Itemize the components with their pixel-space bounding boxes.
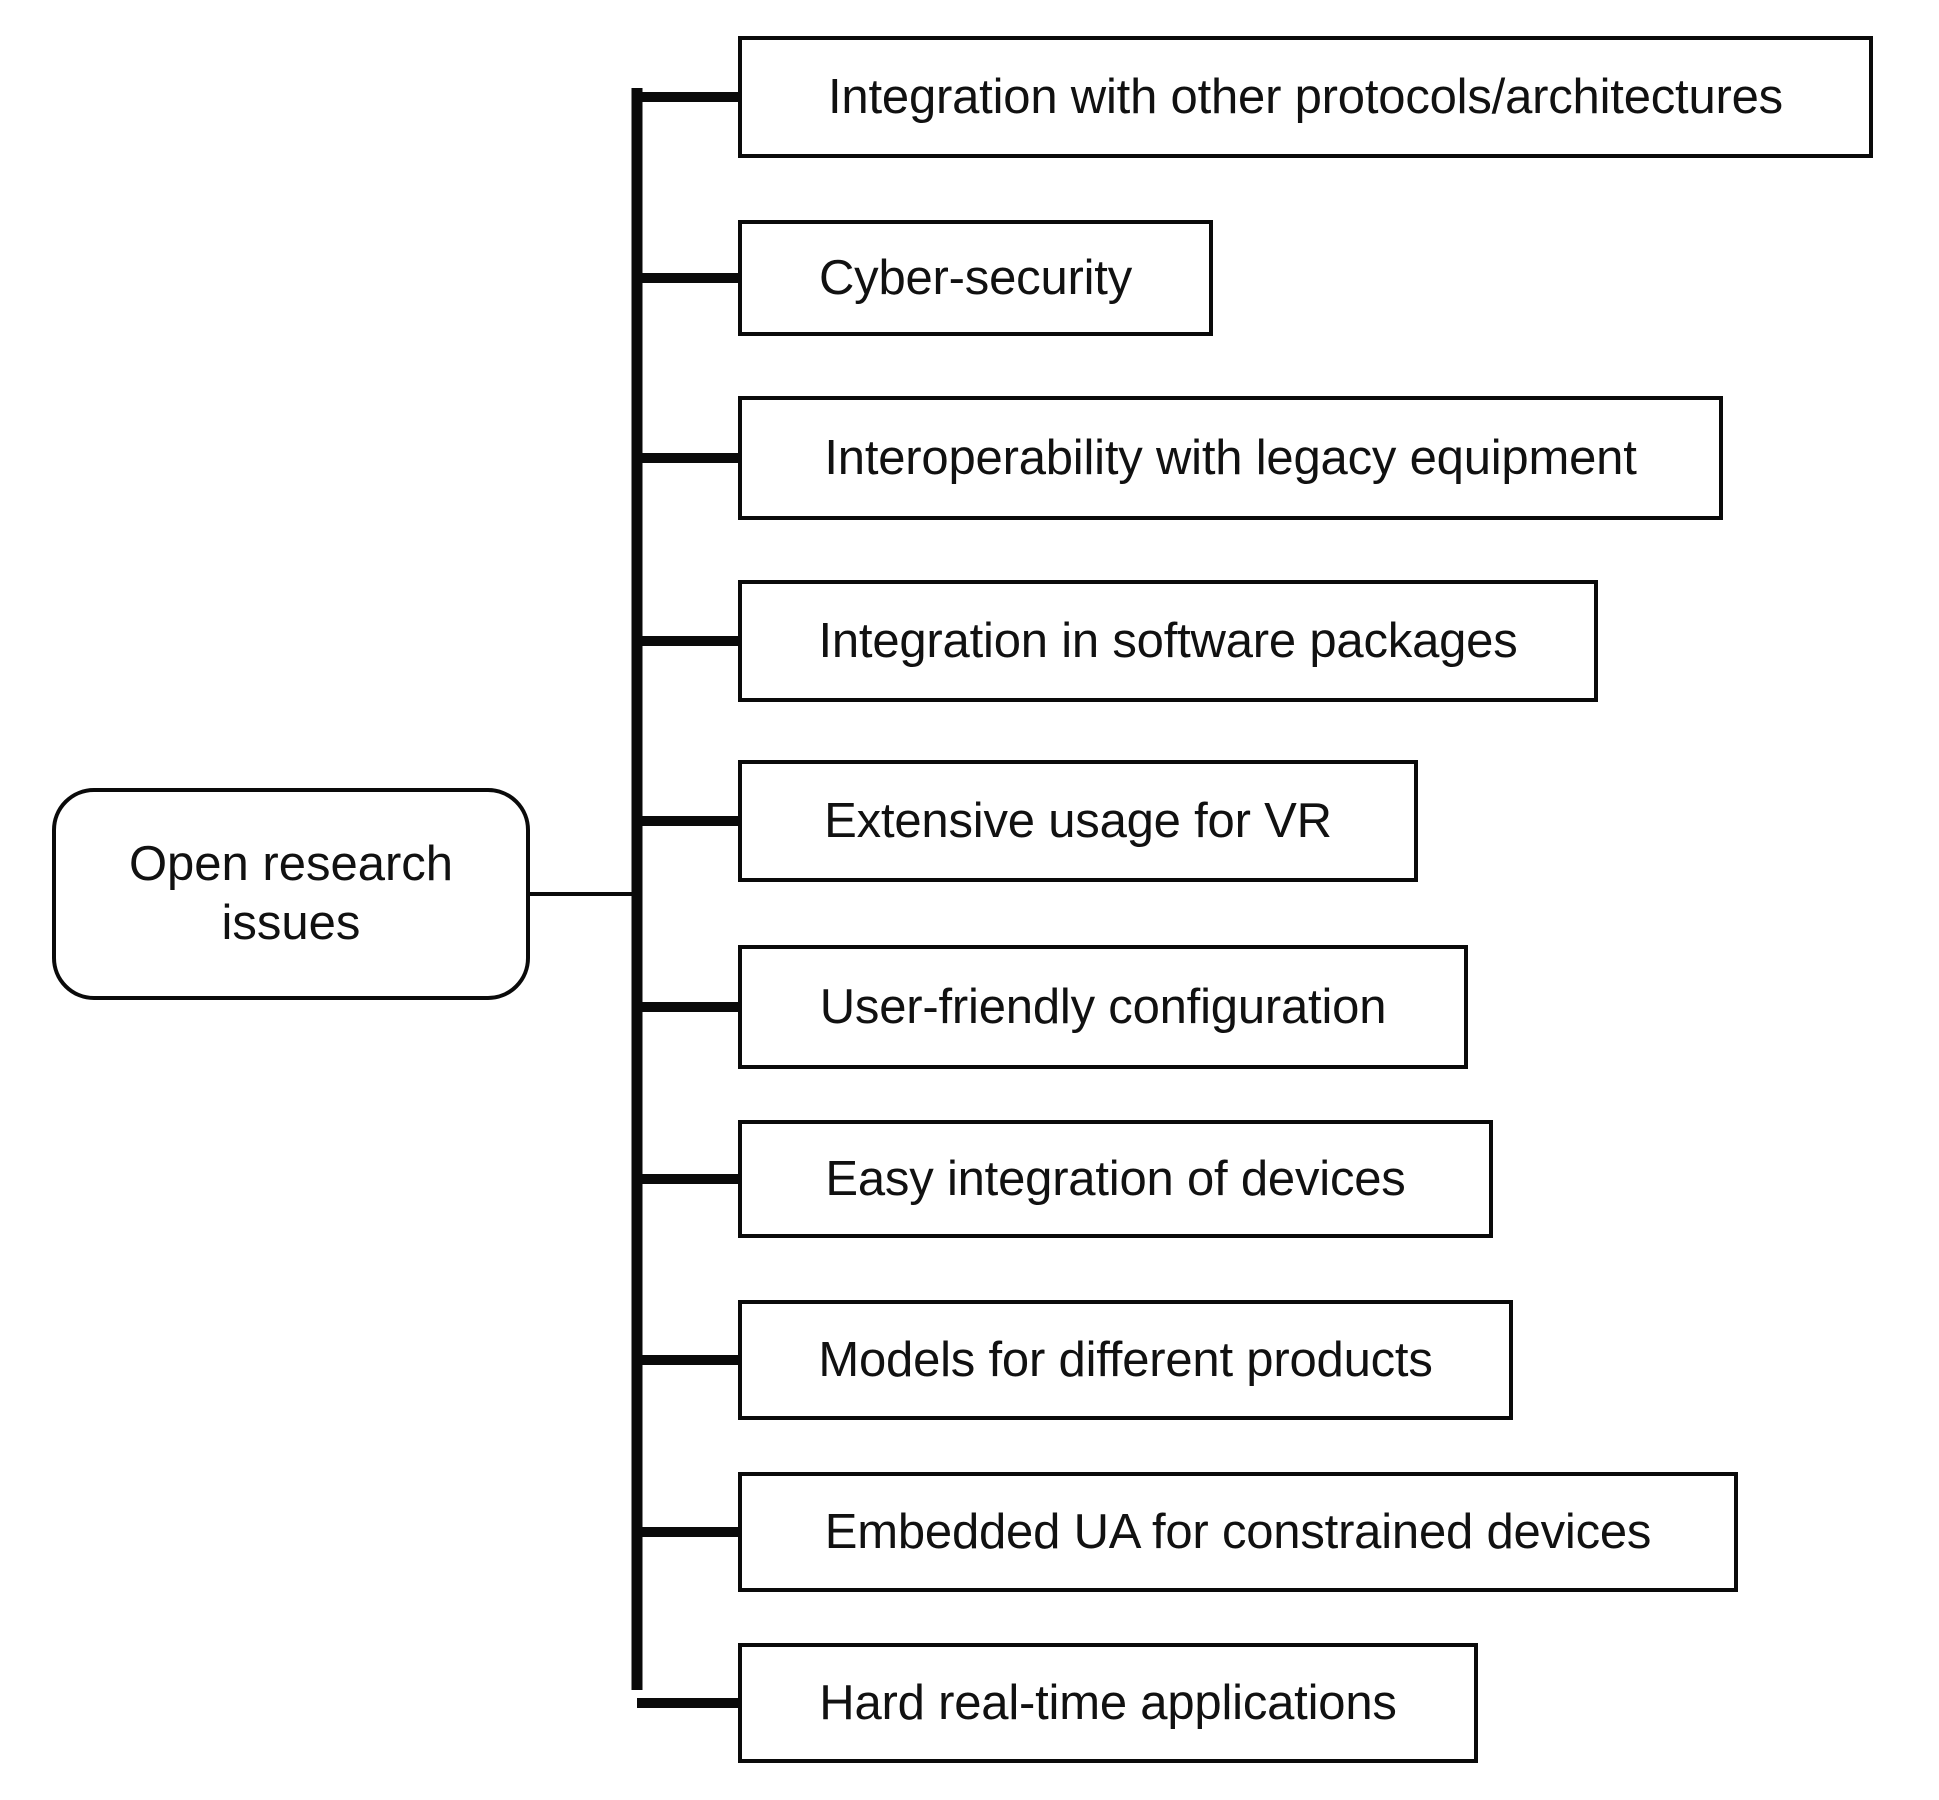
node-extensive-usage-for-vr[interactable]: Extensive usage for VR [738, 760, 1418, 882]
node-label: Integration with other protocols/archite… [828, 69, 1783, 124]
node-interoperability-with-legacy-equipment[interactable]: Interoperability with legacy equipment [738, 396, 1723, 520]
node-label: Integration in software packages [818, 613, 1518, 668]
node-integration-in-software-packages[interactable]: Integration in software packages [738, 580, 1598, 702]
node-user-friendly-configuration[interactable]: User-friendly configuration [738, 945, 1468, 1069]
node-label: Easy integration of devices [825, 1151, 1406, 1206]
root-node-open-research-issues[interactable]: Open research issues [52, 788, 530, 1000]
node-embedded-ua-for-constrained-devices[interactable]: Embedded UA for constrained devices [738, 1472, 1738, 1592]
node-hard-real-time-applications[interactable]: Hard real-time applications [738, 1643, 1478, 1763]
node-label: Extensive usage for VR [824, 793, 1332, 848]
node-label: Embedded UA for constrained devices [824, 1504, 1652, 1559]
node-integration-with-other-protocols-architectures[interactable]: Integration with other protocols/archite… [738, 36, 1873, 158]
node-label: Interoperability with legacy equipment [824, 430, 1637, 485]
node-label: Models for different products [818, 1332, 1433, 1387]
node-cyber-security[interactable]: Cyber-security [738, 220, 1213, 336]
node-label: User-friendly configuration [819, 979, 1387, 1034]
node-label: Cyber-security [818, 250, 1133, 305]
node-easy-integration-of-devices[interactable]: Easy integration of devices [738, 1120, 1493, 1238]
node-models-for-different-products[interactable]: Models for different products [738, 1300, 1513, 1420]
node-label: Hard real-time applications [819, 1675, 1397, 1730]
root-node-label: Open research issues [128, 837, 454, 950]
